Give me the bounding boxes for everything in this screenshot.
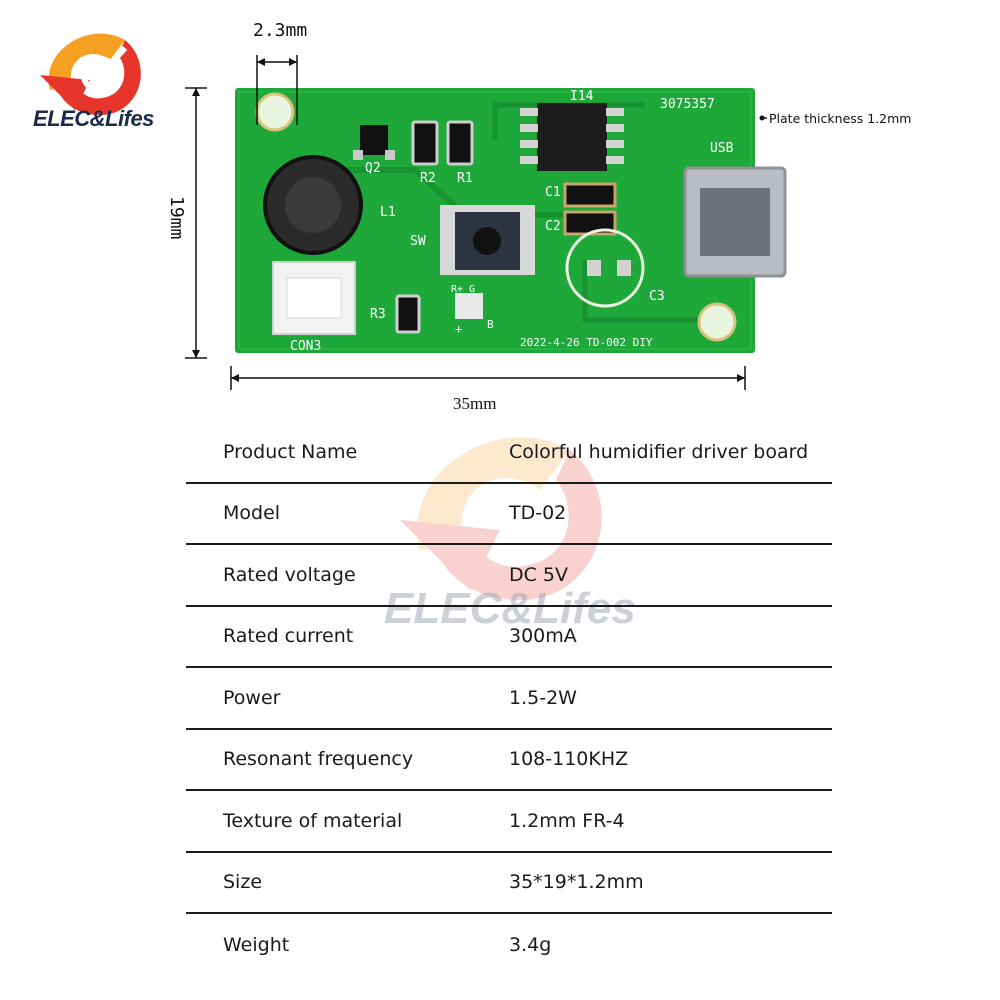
spec-row-resonant-frequency: Resonant frequency 108-110KHZ <box>186 730 832 791</box>
silk-ic: I14 <box>570 89 594 104</box>
brand-logo-text: ELEC&Lifes <box>33 106 154 131</box>
resistor-r2 <box>411 120 439 166</box>
spec-key: Weight <box>223 933 290 956</box>
spec-key: Rated voltage <box>223 563 356 586</box>
silk-r3: R3 <box>370 307 386 322</box>
height-dimension-label: 19mm <box>166 196 187 239</box>
spec-row-power: Power 1.5-2W <box>186 668 832 730</box>
silk-c2: C2 <box>545 219 561 234</box>
capacitor-c1 <box>563 182 617 208</box>
spec-value: 108-110KHZ <box>509 748 629 771</box>
led-rgb <box>455 293 483 319</box>
spec-value: 3.4g <box>509 933 552 956</box>
hole-dimension-label: 2.3mm <box>253 20 307 41</box>
capacitor-c3 <box>565 228 645 308</box>
spec-key: Power <box>223 686 281 709</box>
spec-row-rated-voltage: Rated voltage DC 5V <box>186 545 832 607</box>
resistor-r1 <box>446 120 474 166</box>
mounting-hole <box>697 302 737 342</box>
spec-value: 35*19*1.2mm <box>509 871 644 894</box>
spec-key: Resonant frequency <box>223 748 414 771</box>
spec-value: 300mA <box>509 625 577 648</box>
silk-usb: USB <box>710 141 734 156</box>
spec-row-model: Model TD-02 <box>186 484 832 545</box>
mounting-hole <box>255 92 295 132</box>
spec-key: Texture of material <box>223 809 403 832</box>
spec-key: Model <box>223 502 281 525</box>
silk-con3: CON3 <box>290 339 321 354</box>
brand-logo-icon <box>40 33 141 115</box>
spec-value: 1.5-2W <box>509 686 577 709</box>
spec-key: Size <box>223 871 263 894</box>
spec-row-product-name: Product Name Colorful humidifier driver … <box>186 422 832 484</box>
resistor-r3 <box>395 294 421 334</box>
silk-rgb: R+ G <box>451 284 475 295</box>
silk-r2: R2 <box>420 171 436 186</box>
pcb-dimension-diagram: L1 SW Q2 R1 R2 R3 C1 C2 C3 I14 3075357 U… <box>166 20 912 413</box>
silk-b: B <box>487 318 494 331</box>
spec-value: Colorful humidifier driver board <box>509 440 809 463</box>
spec-value: TD-02 <box>509 502 567 525</box>
silk-plus: + <box>455 322 462 336</box>
spec-row-weight: Weight 3.4g <box>186 914 832 976</box>
spec-value: 1.2mm FR-4 <box>509 809 625 832</box>
spec-row-rated-current: Rated current 300mA <box>186 607 832 668</box>
silk-c1: C1 <box>545 185 561 200</box>
silk-q2: Q2 <box>365 161 381 176</box>
thickness-label: Plate thickness 1.2mm <box>769 111 912 126</box>
silk-date: 2022-4-26 TD-002 DIY <box>520 336 653 349</box>
width-dimension-label: 35mm <box>453 394 496 413</box>
spec-key: Product Name <box>223 440 358 463</box>
silk-c3: C3 <box>649 289 665 304</box>
ic-chip <box>537 103 607 171</box>
spec-value: DC 5V <box>509 563 569 586</box>
spec-table: Product Name Colorful humidifier driver … <box>186 422 832 976</box>
spec-key: Rated current <box>223 625 354 648</box>
silk-serial: 3075357 <box>660 97 715 112</box>
spec-row-size: Size 35*19*1.2mm <box>186 853 832 914</box>
silk-r1: R1 <box>457 171 473 186</box>
silk-l1: L1 <box>380 205 396 220</box>
silk-sw: SW <box>410 234 426 249</box>
spec-row-material: Texture of material 1.2mm FR-4 <box>186 791 832 853</box>
transistor-q2 <box>360 125 388 155</box>
